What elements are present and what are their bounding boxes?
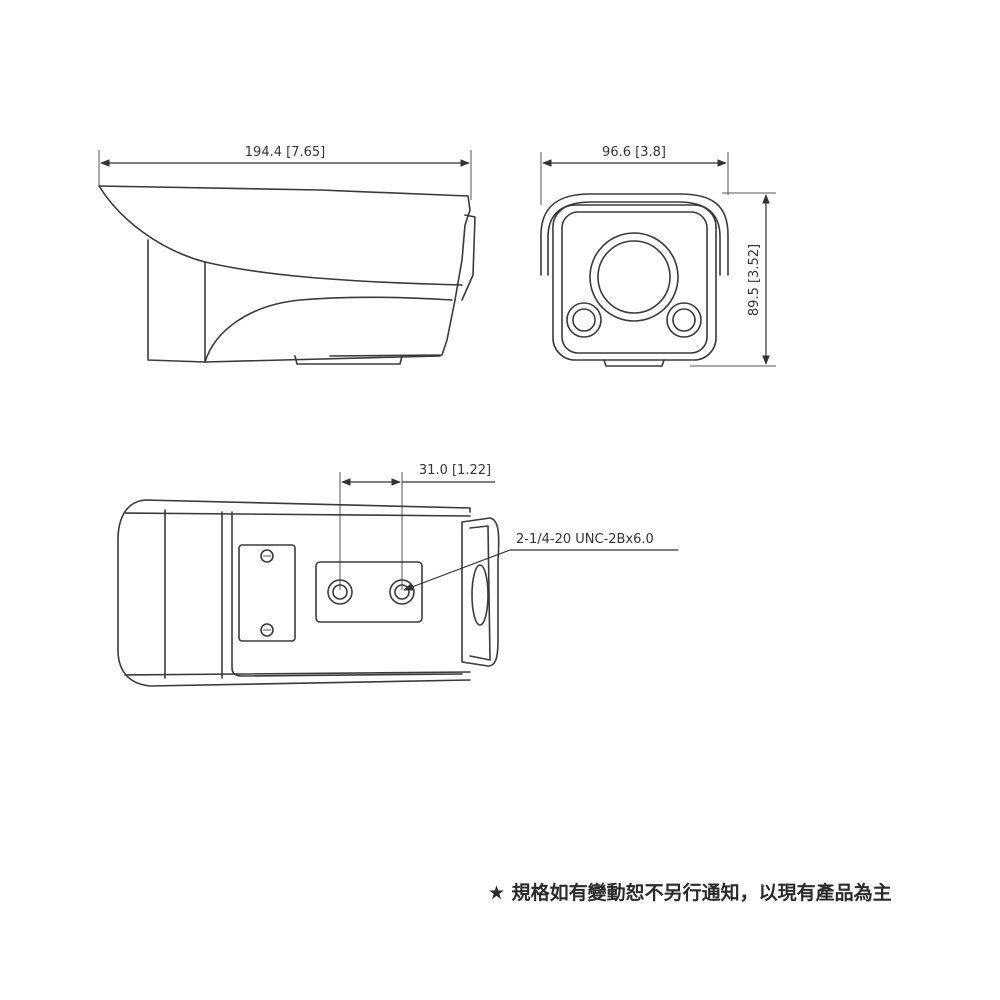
disclaimer-note: ★ 規格如有變動恕不另行通知，以現有產品為主 <box>488 882 892 904</box>
mount-spacing-label: 31.0 [1.22] <box>419 463 491 478</box>
front-height-label: 89.5 [3.52] <box>747 244 762 316</box>
front-view: 96.6 [3.8] 89.5 [3.52] <box>540 145 776 367</box>
front-width-label: 96.6 [3.8] <box>602 145 666 160</box>
bottom-view: 31.0 [1.22] 2-1/4-20 UNC-2Bx6.0 <box>117 463 678 687</box>
thread-callout-label: 2-1/4-20 UNC-2Bx6.0 <box>516 532 654 547</box>
side-view: 194.4 [7.65] <box>98 145 476 365</box>
side-length-label: 194.4 [7.65] <box>245 145 325 160</box>
